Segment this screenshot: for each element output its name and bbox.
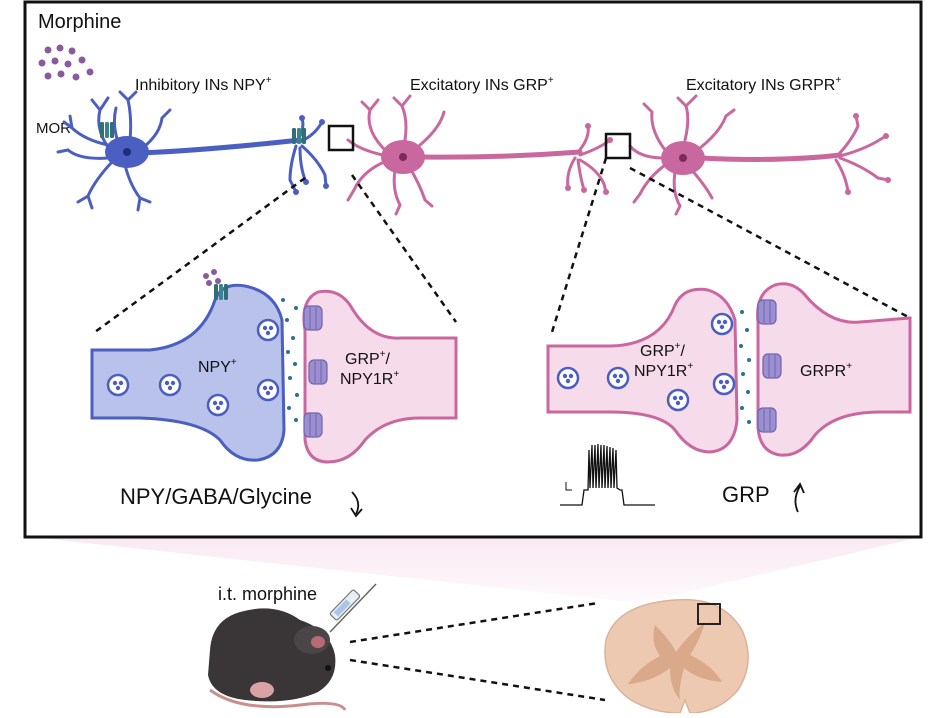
postsynaptic-grp-terminal bbox=[302, 289, 458, 464]
grp-terminals bbox=[565, 123, 613, 195]
cord-zoom-lines bbox=[349, 601, 606, 702]
pre-label-line2: NPY1R+ bbox=[634, 361, 693, 380]
increase-arrow-icon bbox=[794, 485, 801, 513]
inhibitory-neuron-label: Inhibitory INs NPY+ bbox=[135, 75, 272, 94]
right-caption: GRP bbox=[722, 482, 770, 507]
npy1r-receptor bbox=[308, 359, 328, 385]
grpr-nucleus bbox=[679, 154, 687, 162]
panel-title: Morphine bbox=[38, 11, 121, 33]
vesicle bbox=[256, 318, 280, 342]
presynaptic-npy-terminal bbox=[90, 283, 286, 462]
post-label-grpr: GRPR+ bbox=[800, 361, 852, 380]
zoom-box-right bbox=[604, 132, 632, 160]
syringe-icon bbox=[329, 583, 377, 633]
neurotransmitter-dots bbox=[739, 310, 751, 424]
npy1r-receptor bbox=[303, 412, 323, 438]
pre-label-line1: GRP+/ bbox=[640, 341, 686, 360]
vesicle bbox=[666, 388, 690, 412]
neurotransmitter-dots bbox=[281, 298, 299, 422]
right-synapse: GRP+/ NPY1R+ GRPR+ GRP bbox=[546, 282, 912, 513]
presynaptic-grp-terminal bbox=[546, 287, 739, 454]
zoom-box-left bbox=[327, 124, 355, 152]
excitatory-grpr-neuron-label: Excitatory INs GRPR+ bbox=[686, 75, 841, 94]
zoom-lines bbox=[94, 157, 911, 334]
left-caption: NPY/GABA/Glycine bbox=[120, 484, 312, 509]
grpr-receptor bbox=[757, 407, 777, 433]
morphine-molecules bbox=[38, 44, 94, 81]
decrease-arrowhead-icon bbox=[350, 507, 363, 518]
vesicle bbox=[206, 393, 230, 417]
spinal-cord-section bbox=[604, 598, 749, 714]
injection-label: i.t. morphine bbox=[218, 584, 317, 604]
npy1r-receptor bbox=[303, 305, 323, 331]
mor-receptor-synapse bbox=[214, 284, 228, 300]
spinal-cord-zoom-box bbox=[697, 603, 721, 625]
grpr-receptor bbox=[762, 353, 782, 379]
vesicle bbox=[710, 312, 734, 336]
increase-arrowhead-icon bbox=[793, 482, 805, 494]
vesicle bbox=[158, 373, 182, 397]
zoom-fan bbox=[30, 537, 921, 603]
post-label-line1: GRP+/ bbox=[345, 349, 391, 368]
mor-label: MOR bbox=[36, 120, 71, 137]
mor-receptor-terminal bbox=[292, 128, 306, 144]
inhibitory-terminals bbox=[293, 115, 329, 195]
vesicle bbox=[556, 366, 580, 390]
post-label-line2: NPY1R+ bbox=[340, 369, 399, 388]
vesicle bbox=[106, 373, 130, 397]
vesicle bbox=[256, 378, 280, 402]
action-potential-trace bbox=[560, 443, 655, 506]
vesicle bbox=[712, 372, 736, 396]
decrease-arrow-icon bbox=[351, 491, 360, 515]
left-synapse: NPY+ GRP+/ NPY1R+ NPY/GABA/Glycine bbox=[90, 269, 458, 518]
grpr-terminals bbox=[845, 113, 891, 195]
mouse-icon bbox=[208, 608, 347, 711]
morphine-molecules-synapse bbox=[203, 269, 221, 286]
grp-nucleus bbox=[399, 153, 407, 161]
mor-receptor-soma bbox=[100, 122, 114, 138]
inhibitory-nucleus bbox=[123, 148, 131, 156]
grpr-receptor bbox=[757, 299, 777, 325]
pre-label-npy: NPY+ bbox=[198, 357, 237, 376]
vesicle bbox=[606, 366, 630, 390]
excitatory-grp-neuron-label: Excitatory INs GRP+ bbox=[410, 75, 554, 94]
